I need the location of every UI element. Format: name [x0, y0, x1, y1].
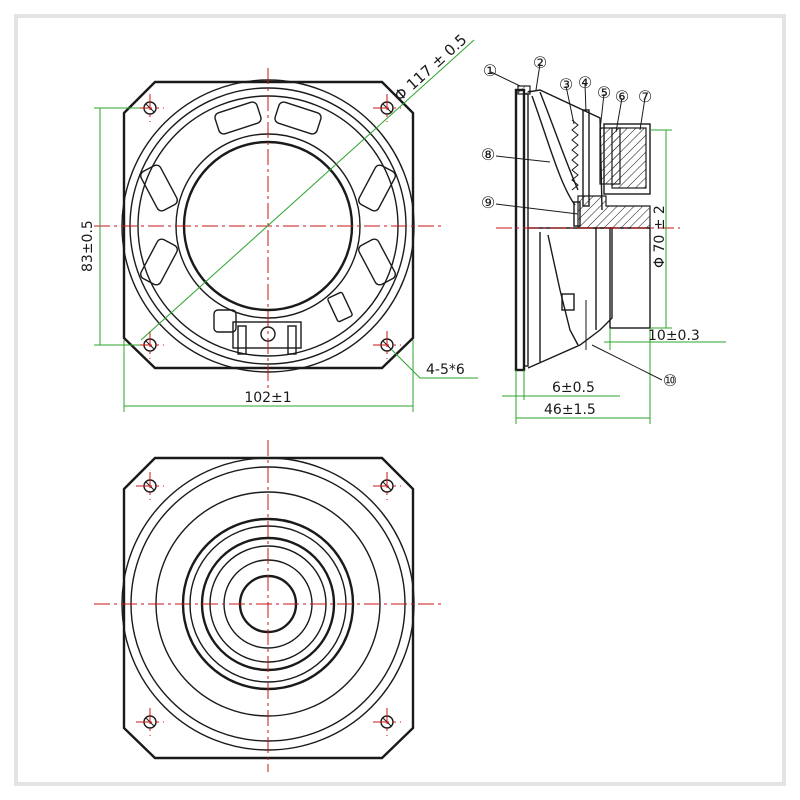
holes-leader	[391, 349, 478, 379]
part-number-3: ③	[559, 75, 573, 94]
part-number-9: ⑨	[481, 193, 495, 212]
part-number-6: ⑥	[615, 87, 629, 106]
side-voice-coil	[582, 109, 590, 207]
diameter-label: Φ 117 ± 0.5	[391, 31, 471, 105]
part-number-10: ⑩	[663, 371, 677, 390]
front-basket-windows	[140, 101, 396, 333]
part-bubbles: ① ② ③ ④ ⑤ ⑥ ⑦ ⑧ ⑨ ⑩	[481, 53, 677, 390]
front-frame-outline	[122, 80, 415, 370]
depth-label: 46±1.5	[544, 402, 596, 418]
part-number-5: ⑤	[597, 83, 611, 102]
part-number-7: ⑦	[638, 87, 652, 106]
part-number-8: ⑧	[481, 145, 495, 164]
side-back-plate	[609, 227, 651, 329]
rear-frame-outline	[122, 456, 415, 760]
magnet-thickness-label: 10±0.3	[648, 328, 700, 344]
side-basket-top	[527, 89, 603, 211]
side-pole-piece	[577, 195, 651, 229]
side-flange	[514, 88, 526, 372]
side-spider	[571, 119, 579, 191]
height-label: 83±0.5	[80, 220, 96, 272]
side-cone	[531, 95, 576, 206]
frame-border-right	[782, 14, 786, 786]
frame-border-top	[14, 14, 786, 18]
side-gasket	[517, 85, 531, 95]
magnet-diameter-label: Φ 70 ± 2	[652, 205, 668, 268]
front-view	[94, 39, 478, 412]
part-number-1: ①	[483, 61, 497, 80]
diameter-dimension-line	[140, 39, 475, 341]
side-magnet	[611, 127, 647, 189]
part-number-4: ④	[578, 73, 592, 92]
width-label: 102±1	[244, 390, 291, 406]
holes-label: 4-5*6	[426, 362, 465, 378]
side-magnet-outline	[603, 123, 651, 195]
flange-label: 6±0.5	[552, 380, 595, 396]
part-number-2: ②	[533, 53, 547, 72]
rear-view	[94, 440, 445, 772]
front-terminal	[232, 321, 302, 355]
side-flange-inner	[523, 93, 529, 367]
frame-border-left	[14, 14, 18, 786]
frame-border-bottom	[14, 782, 786, 786]
side-view: ① ② ③ ④ ⑤ ⑥ ⑦ ⑧ ⑨ ⑩	[481, 53, 726, 424]
